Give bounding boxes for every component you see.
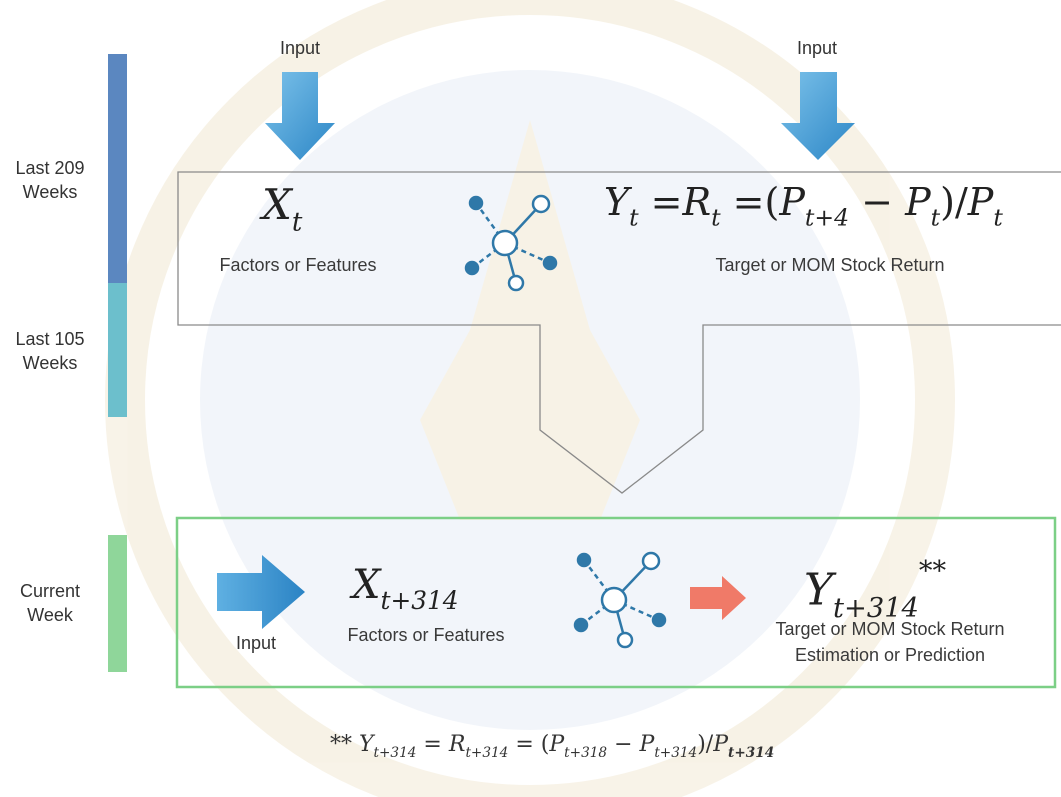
prediction-arrow bbox=[690, 576, 746, 620]
network-icon bbox=[464, 194, 558, 292]
y-t-caption: Target or MOM Stock Return bbox=[715, 255, 945, 275]
input-arrow-left bbox=[265, 72, 335, 160]
label-last-105-weeks: Last 105 Weeks bbox=[15, 329, 85, 373]
y-t314-caption-line2: Estimation or Prediction bbox=[794, 645, 986, 665]
x-t-symbol: Xt bbox=[262, 180, 303, 238]
x-t-caption: Factors or Features bbox=[219, 255, 377, 275]
input-label-right: Input bbox=[796, 38, 838, 58]
training-funnel-outline bbox=[177, 171, 1061, 494]
input-label-left: Input bbox=[279, 38, 321, 58]
input-label-current: Input bbox=[235, 633, 277, 653]
y-t314-caption-line1: Target or MOM Stock Return bbox=[775, 619, 1005, 639]
input-arrow-right bbox=[781, 72, 855, 160]
y-t-formula: Yt =Rt =(Pt+4 − Pt)/Pt bbox=[604, 180, 1003, 232]
footnote-formula: ** Yt+314 = Rt+314 = (Pt+318 − Pt+314)/P… bbox=[330, 732, 775, 762]
bar-current-week bbox=[108, 535, 127, 672]
network-icon bbox=[573, 551, 667, 649]
bar-last-105 bbox=[108, 283, 127, 417]
bar-last-209 bbox=[108, 54, 127, 284]
label-last-209-weeks: Last 209 Weeks bbox=[15, 158, 85, 202]
x-t314-caption: Factors or Features bbox=[347, 625, 505, 645]
label-current-week: Current Week bbox=[19, 581, 81, 625]
y-t314-symbol: Yt+314** bbox=[804, 556, 947, 624]
prediction-box bbox=[175, 516, 1057, 689]
input-arrow-current bbox=[217, 555, 305, 629]
x-t314-symbol: Xt+314 bbox=[352, 562, 459, 616]
